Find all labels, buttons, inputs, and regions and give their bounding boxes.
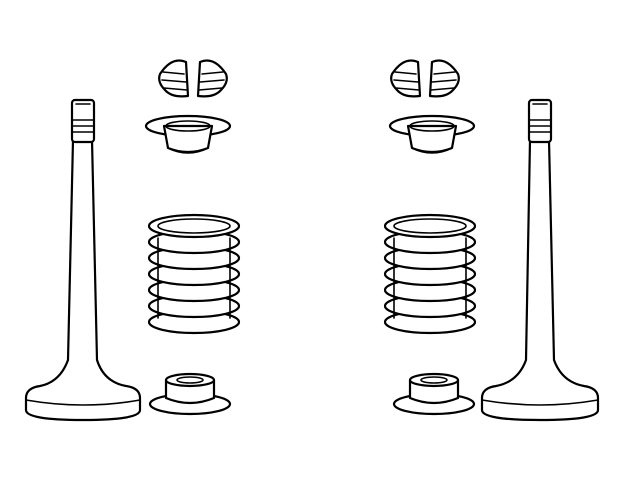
right-assembly xyxy=(383,59,600,422)
left-retainer xyxy=(144,114,232,154)
right-spring-seat xyxy=(392,372,476,416)
left-valve xyxy=(24,98,142,422)
right-retainer xyxy=(388,114,476,154)
left-spring-seat xyxy=(148,372,232,416)
left-spring xyxy=(147,213,241,335)
left-assembly xyxy=(24,59,241,422)
right-keepers xyxy=(390,59,460,98)
right-valve xyxy=(480,98,600,422)
left-keepers xyxy=(158,59,228,98)
right-spring xyxy=(383,213,477,335)
